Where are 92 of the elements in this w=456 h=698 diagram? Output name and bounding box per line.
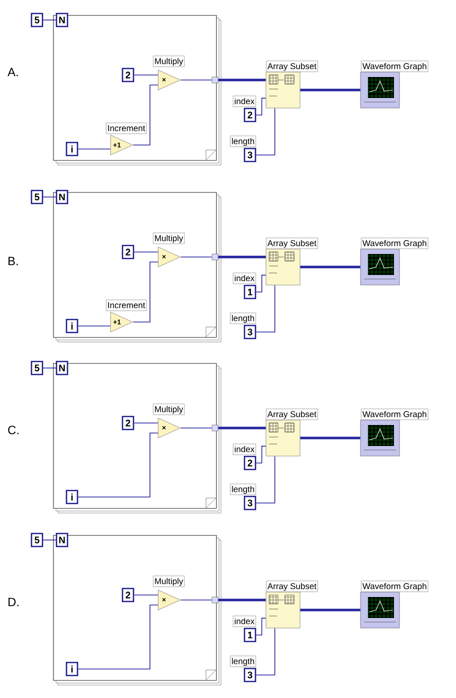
array-subset-function: Array Subset xyxy=(266,408,318,456)
node-label: Waveform Graph xyxy=(362,62,426,71)
wire xyxy=(300,608,360,612)
for-loop-frame xyxy=(53,192,222,342)
node-label: 3 xyxy=(248,152,252,158)
wire xyxy=(180,256,212,258)
numeric-constant: 5 xyxy=(30,360,44,376)
waveform-graph-terminal: Waveform Graph xyxy=(360,60,428,108)
node-label: Array Subset xyxy=(267,410,316,419)
wire xyxy=(256,618,266,636)
wire xyxy=(218,256,266,258)
node-label: Waveform Graph xyxy=(362,410,426,419)
numeric-constant: 2 xyxy=(122,588,134,602)
numeric-constant: 3 length xyxy=(230,484,256,510)
wire xyxy=(256,456,276,504)
array-subset-function: Array Subset xyxy=(266,60,318,108)
node-label: 3 xyxy=(248,672,252,678)
node-label: 1 xyxy=(248,632,252,638)
waveform-graph-terminal: Waveform Graph xyxy=(360,238,428,286)
wire xyxy=(78,604,158,670)
node-label: Multiply xyxy=(155,234,184,243)
wire xyxy=(134,594,158,596)
option-letter: D. xyxy=(8,598,18,606)
loop-tunnel xyxy=(212,76,218,84)
for-loop-frame xyxy=(53,363,222,514)
node-label: 3 xyxy=(248,328,252,336)
node-label: Multiply xyxy=(155,406,184,414)
wire xyxy=(256,98,266,116)
wire xyxy=(256,284,276,332)
wire xyxy=(132,84,158,146)
node-label: Array Subset xyxy=(267,582,316,591)
wire xyxy=(256,446,266,464)
numeric-constant: 2 index xyxy=(232,96,256,122)
node-label: Array Subset xyxy=(267,240,316,248)
wire xyxy=(300,88,360,92)
node-label: Waveform Graph xyxy=(362,582,426,591)
loop-terminal: i xyxy=(66,142,78,156)
wire xyxy=(78,148,111,150)
node-label: 2 xyxy=(248,112,252,118)
loop-tunnel xyxy=(212,254,218,260)
numeric-constant: 2 index xyxy=(232,444,256,470)
loop-terminal: N xyxy=(56,360,68,376)
numeric-constant: 2 xyxy=(122,68,134,82)
wire xyxy=(134,422,158,424)
node-label: 1 xyxy=(248,288,252,296)
loop-terminal: i xyxy=(66,662,78,676)
option-letter: C. xyxy=(8,426,18,434)
waveform-graph-terminal: Waveform Graph xyxy=(360,580,428,628)
wire xyxy=(218,426,266,430)
numeric-constant: 1 index xyxy=(232,272,256,300)
wire xyxy=(256,108,276,156)
node-label: Multiply xyxy=(155,578,184,586)
wire xyxy=(256,274,266,292)
array-subset-function: Array Subset xyxy=(266,580,318,628)
option-letter: A. xyxy=(8,68,18,76)
numeric-constant: 1 index xyxy=(232,616,256,642)
for-loop-frame xyxy=(53,535,222,686)
loop-tunnel xyxy=(212,424,218,432)
waveform-graph-terminal: Waveform Graph xyxy=(360,408,428,456)
wire xyxy=(256,628,276,676)
loop-terminal: i xyxy=(66,490,78,504)
wire xyxy=(218,78,266,82)
wire xyxy=(42,196,56,198)
wire xyxy=(78,432,158,498)
wire xyxy=(132,262,158,322)
node-label: Array Subset xyxy=(267,62,316,71)
node-label: 3 xyxy=(248,500,252,506)
node-label: Multiply xyxy=(155,58,184,66)
numeric-constant: 5 xyxy=(30,532,44,548)
loop-terminal: N xyxy=(56,12,68,28)
array-subset-function: Array Subset xyxy=(266,238,318,286)
loop-terminal: N xyxy=(56,190,68,204)
wire xyxy=(218,598,266,602)
for-loop-frame xyxy=(53,15,222,166)
numeric-constant: 2 xyxy=(122,416,134,430)
wire xyxy=(300,436,360,440)
loop-terminal: N xyxy=(56,532,68,548)
node-label: 2 xyxy=(248,460,252,466)
wire xyxy=(300,266,360,268)
node-label: Waveform Graph xyxy=(362,240,426,248)
numeric-constant: 3 length xyxy=(230,136,256,162)
numeric-constant: 5 xyxy=(30,12,44,28)
numeric-constant: 3 length xyxy=(230,312,256,340)
node-label: Increment xyxy=(108,125,146,132)
loop-terminal: i xyxy=(66,318,78,334)
numeric-constant: 2 xyxy=(122,244,134,260)
option-letter: B. xyxy=(8,256,18,266)
loop-tunnel xyxy=(212,596,218,604)
node-label: Increment xyxy=(108,302,146,308)
numeric-constant: 3 length xyxy=(230,656,256,682)
numeric-constant: 5 xyxy=(30,190,44,204)
wire xyxy=(134,74,158,76)
